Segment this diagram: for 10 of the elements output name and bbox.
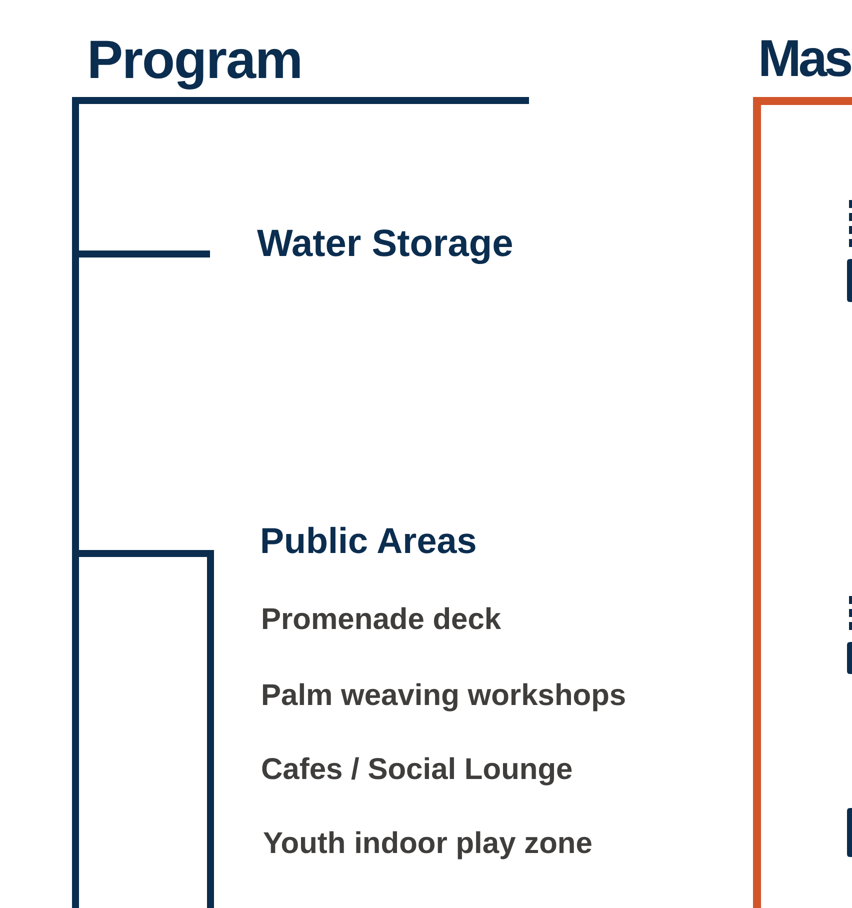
- list-item: Cafes / Social Lounge: [261, 752, 573, 787]
- section-title: Mas: [758, 29, 850, 89]
- section-title: Program: [87, 29, 302, 91]
- list-item: Palm weaving workshops: [261, 678, 626, 713]
- connector-line: [79, 550, 207, 557]
- list-item: Promenade deck: [261, 602, 502, 637]
- group-heading: Public Areas: [260, 520, 477, 561]
- connector-line: [79, 250, 210, 258]
- list-item: Youth indoor play zone: [263, 826, 592, 861]
- branch-label: Water Storage: [257, 222, 514, 266]
